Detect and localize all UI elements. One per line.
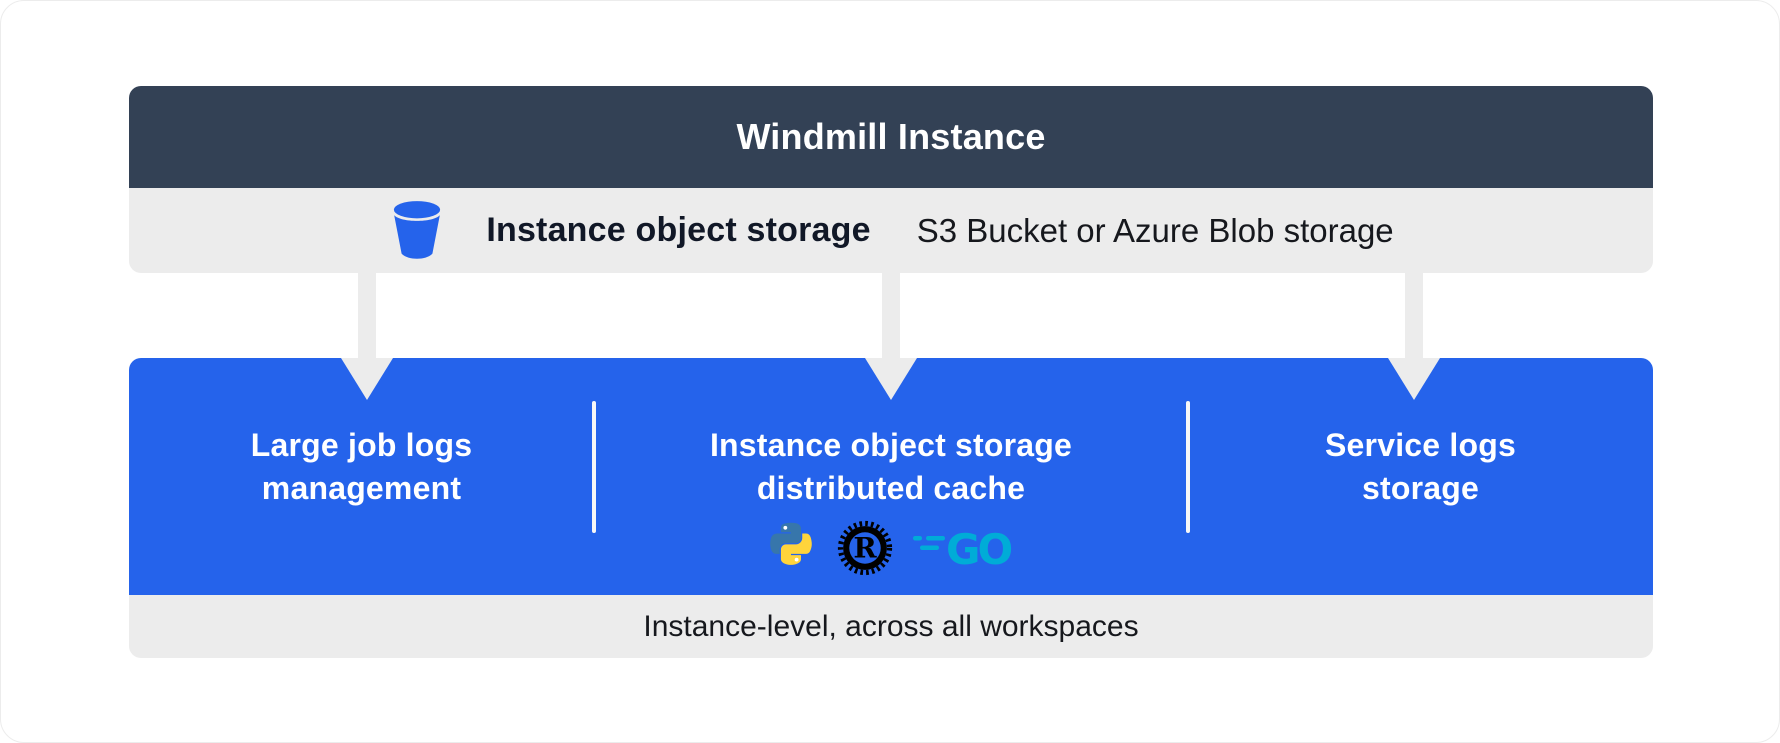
section-title-line: management <box>261 470 462 507</box>
windmill-instance-header: Windmill Instance <box>129 86 1653 188</box>
arrowhead-middle <box>865 358 917 400</box>
section-title-line: distributed cache <box>756 470 1026 507</box>
section-large-job-logs: Large job logs management <box>129 358 594 595</box>
language-icons: R GO <box>765 520 1017 581</box>
storage-row-sublabel: S3 Bucket or Azure Blob storage <box>916 211 1394 249</box>
arrowhead-right <box>1388 358 1440 400</box>
section-distributed-cache: Instance object storage distributed cach… <box>594 358 1188 595</box>
svg-text:GO: GO <box>946 526 1011 570</box>
go-icon: GO <box>913 525 1017 575</box>
instance-level-footer: Instance-level, across all workspaces <box>129 595 1653 658</box>
python-icon <box>765 522 817 579</box>
section-title-line: Large job logs <box>250 427 473 463</box>
instance-object-storage-row: Instance object storage S3 Bucket or Azu… <box>129 188 1653 273</box>
rust-icon: R <box>837 520 893 581</box>
section-title-line: storage <box>1362 470 1479 507</box>
arrow-down-middle <box>882 273 900 359</box>
top-block: Windmill Instance Instance object storag… <box>129 86 1653 273</box>
section-service-logs: Service logs storage <box>1188 358 1653 595</box>
arrow-down-left <box>358 273 376 359</box>
arrow-down-right <box>1405 273 1423 359</box>
section-divider <box>592 401 596 533</box>
arrowhead-left <box>341 358 393 400</box>
section-title-line: Instance object storage <box>709 427 1073 463</box>
footer-label: Instance-level, across all workspaces <box>643 609 1139 643</box>
header-title: Windmill Instance <box>736 116 1046 157</box>
storage-row-label: Instance object storage <box>486 211 871 249</box>
bucket-icon <box>388 200 446 262</box>
section-title-line: Service logs <box>1325 427 1516 463</box>
section-divider <box>1186 401 1190 533</box>
svg-text:R: R <box>853 532 877 565</box>
